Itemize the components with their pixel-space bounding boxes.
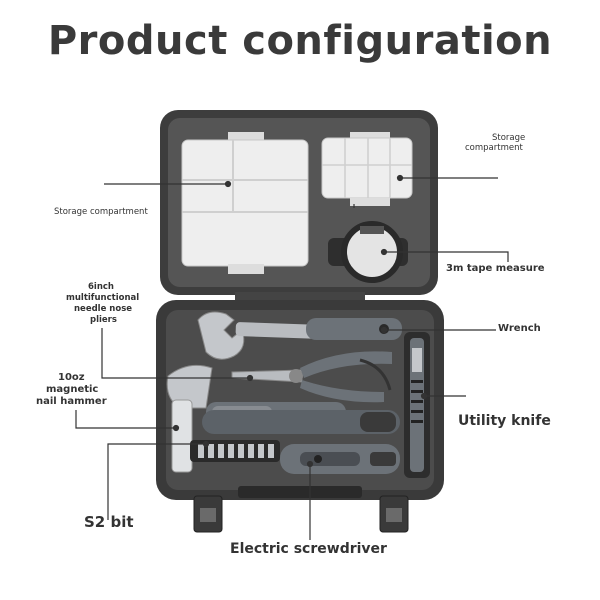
label-utility-knife: Utility knife [458, 413, 551, 429]
label-pliers-line4: pliers [90, 315, 117, 325]
screwdriver-handle [202, 410, 400, 434]
wrench [197, 311, 402, 360]
needle-nose-pliers [231, 351, 392, 403]
page-title: Product configuration [47, 18, 553, 64]
label-pliers-line3: needle nose [74, 304, 133, 314]
storage-tray-large [181, 132, 309, 274]
label-pliers-line1: 6inch [88, 282, 114, 292]
utility-knife [404, 332, 430, 478]
label-hammer-line1: 10oz [58, 372, 85, 383]
label-s2-bit: S2 bit [84, 513, 134, 531]
storage-tray-small [321, 132, 413, 206]
label-storage-left: Storage compartment [54, 207, 148, 217]
label-hammer-line3: nail hammer [36, 396, 107, 407]
label-wrench: Wrench [498, 323, 541, 334]
label-hammer-line2: magnetic [46, 384, 99, 395]
case-lid [160, 110, 438, 295]
label-storage-right-line2: compartment [465, 143, 523, 153]
label-tape-measure: 3m tape measure [446, 263, 545, 274]
electric-screwdriver [280, 444, 400, 474]
label-electric-screwdriver: Electric screwdriver [230, 541, 387, 557]
leader-lines [75, 174, 509, 540]
s2-bit-holder [190, 440, 280, 462]
label-storage-right-line1: Storage [492, 133, 526, 143]
label-pliers-line2: multifunctional [66, 293, 140, 303]
